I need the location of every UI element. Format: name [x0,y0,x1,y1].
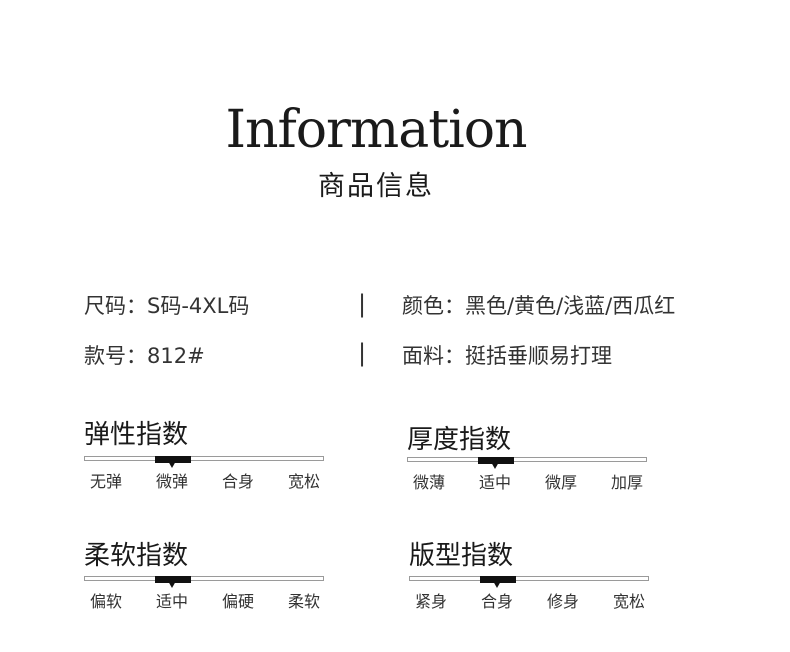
softness-level-label: 偏软 [89,592,123,611]
title-english: Information [225,100,527,160]
fabric-value: 挺括垂顺易打理 [465,344,612,368]
elasticity-marker [155,456,191,463]
softness-pointer-icon [168,581,176,588]
thickness-level-label: 微薄 [412,473,446,492]
color-value: 黑色/黄色/浅蓝/西瓜红 [465,294,676,318]
elasticity-title: 弹性指数 [84,420,189,450]
thickness-pointer-icon [491,462,499,469]
softness-marker [155,576,191,583]
color-label: 颜色： [402,294,465,318]
fit-level-label: 合身 [480,592,514,611]
elasticity-track [84,456,324,463]
fit-pointer-icon [493,581,501,588]
softness-track [84,576,324,583]
size-value: S码-4XL码 [147,294,250,318]
thickness-marker [478,457,514,464]
separator-1: | [358,290,367,318]
elasticity-level-label: 微弹 [155,472,189,491]
style-number-info: 款号：812# [84,340,205,370]
fit-level-label: 修身 [546,592,580,611]
thickness-level-label: 加厚 [610,473,644,492]
fabric-info: 面料：挺括垂顺易打理 [402,340,612,370]
style-number-label: 款号： [84,344,147,368]
separator-2: | [358,339,367,367]
thickness-title: 厚度指数 [407,425,512,455]
title-chinese: 商品信息 [318,171,434,202]
fabric-label: 面料： [402,344,465,368]
fit-level-label: 宽松 [612,592,646,611]
fit-level-label: 紧身 [414,592,448,611]
style-number-value: 812# [147,344,205,368]
softness-level-label: 柔软 [287,592,321,611]
softness-level-label: 适中 [155,592,189,611]
size-info: 尺码：S码-4XL码 [84,290,249,320]
elasticity-level-label: 无弹 [89,472,123,491]
elasticity-pointer-icon [168,461,176,468]
thickness-level-label: 适中 [478,473,512,492]
thickness-track [407,457,647,464]
fit-track [409,576,649,583]
thickness-level-label: 微厚 [544,473,578,492]
softness-level-label: 偏硬 [221,592,255,611]
softness-title: 柔软指数 [84,541,189,571]
fit-marker [480,576,516,583]
size-label: 尺码： [84,294,147,318]
elasticity-level-label: 合身 [221,472,255,491]
elasticity-level-label: 宽松 [287,472,321,491]
fit-title: 版型指数 [409,541,514,571]
color-info: 颜色：黑色/黄色/浅蓝/西瓜红 [402,290,675,320]
